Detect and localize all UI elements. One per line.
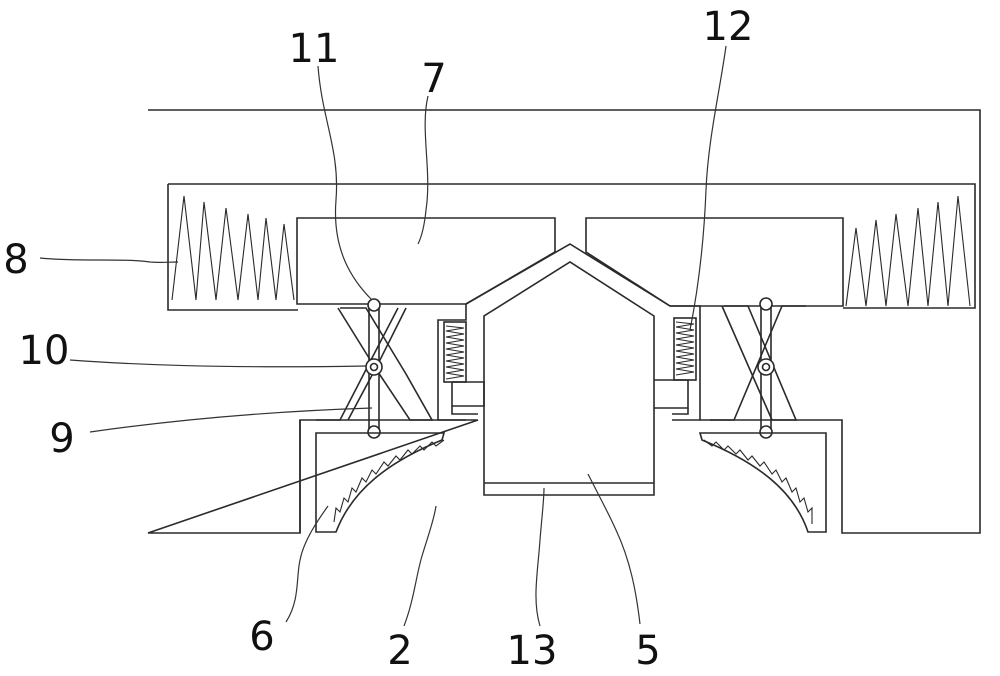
- leader-7: [417, 95, 429, 245]
- leader-2: [403, 505, 437, 627]
- leader-5: [587, 473, 641, 625]
- label-7: 7: [421, 56, 446, 102]
- central-plunger: [483, 261, 655, 496]
- left-latch: [451, 381, 485, 407]
- leader-10: [69, 359, 367, 368]
- right-scissor-link-b: [710, 305, 806, 421]
- label-10: 10: [19, 328, 70, 374]
- label-9: 9: [49, 416, 74, 462]
- left-slide-block: [296, 217, 556, 305]
- right-large-spring: [845, 195, 971, 307]
- left-latch-stem: [451, 406, 478, 415]
- label-8: 8: [3, 237, 28, 283]
- left-scissor-link-a: [337, 307, 434, 421]
- left-large-spring: [171, 195, 295, 301]
- label-2: 2: [387, 628, 412, 674]
- right-latch: [654, 379, 689, 409]
- right-jaw-teeth: [703, 439, 813, 524]
- right-clamp-jaw: [698, 432, 827, 533]
- right-latch-stem: [672, 408, 689, 415]
- left-jaw-teeth: [333, 439, 445, 523]
- right-upper-pivot: [759, 297, 773, 311]
- central-wedge-outer: [465, 243, 671, 307]
- left-middle-pivot-inner: [369, 362, 379, 372]
- leader-6: [285, 505, 329, 623]
- left-upper-pivot: [367, 298, 381, 312]
- left-clamp-jaw: [315, 432, 446, 533]
- leader-11: [317, 65, 373, 301]
- right-guide-frame: [670, 305, 701, 421]
- label-6: 6: [249, 614, 274, 660]
- left-small-spring: [445, 325, 465, 380]
- right-middle-pivot-inner: [761, 362, 771, 372]
- inner-chamber: [167, 183, 976, 311]
- outer-housing: [147, 109, 981, 534]
- label-12: 12: [703, 4, 754, 50]
- left-scissor-link-b: [316, 307, 399, 421]
- left-guide-frame: [437, 304, 467, 421]
- label-11: 11: [289, 26, 340, 72]
- right-slide-block: [585, 217, 844, 307]
- left-lower-pivot: [367, 425, 381, 439]
- leader-12: [689, 45, 727, 331]
- right-lower-pivot: [759, 425, 773, 439]
- label-13: 13: [507, 628, 558, 674]
- leader-13: [535, 487, 545, 627]
- label-5: 5: [635, 628, 660, 674]
- leader-8: [39, 257, 179, 264]
- right-scissor-link-a: [721, 305, 798, 421]
- right-small-spring: [675, 321, 695, 376]
- leader-9: [89, 407, 373, 433]
